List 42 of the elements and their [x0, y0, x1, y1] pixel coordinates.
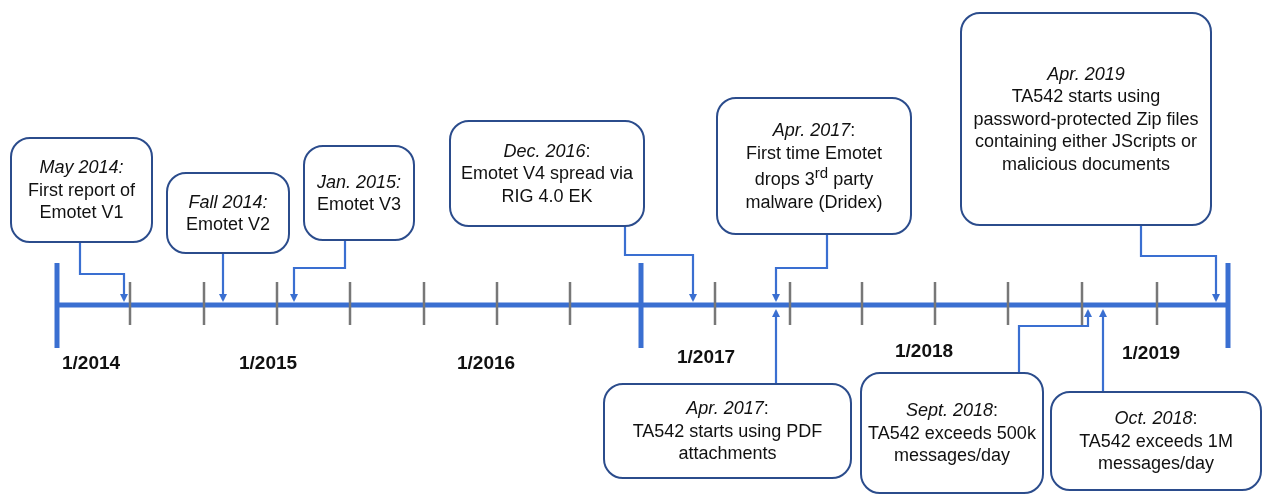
year-label: 1/2016 — [457, 352, 516, 374]
event-box — [10, 137, 153, 243]
year-label: 1/2017 — [677, 346, 736, 368]
date-label: May 2014: — [39, 156, 124, 179]
date-label: Oct. 2018: — [1114, 407, 1198, 430]
arrow — [1099, 309, 1107, 391]
year-label: 1/2019 — [1122, 342, 1181, 364]
event-text: Emotet V2 — [185, 213, 270, 236]
date-label: Apr. 2019 — [1047, 62, 1125, 86]
arrow — [772, 309, 780, 383]
event-box — [1050, 391, 1262, 491]
year-label: 1/2015 — [239, 352, 298, 374]
event-box — [449, 120, 645, 227]
event-box — [303, 145, 415, 241]
date-label: Sept. 2018: — [905, 399, 999, 422]
event-text: TA542 starts using PDF attachments — [631, 419, 824, 465]
event-text: Emotet V4 spread via RIG 4.0 EK — [459, 162, 635, 208]
arrow — [1017, 309, 1092, 372]
event-text: First time Emotet drops 3$^{rd}$ party malware (Dridex) — [744, 141, 884, 213]
event-box — [860, 372, 1044, 494]
date-label: Apr. 2017: — [686, 397, 769, 420]
event-text: TA542 exceeds 500k messages/day — [868, 421, 1036, 467]
arrow — [623, 227, 697, 302]
event-box — [603, 383, 852, 479]
event-text: First report of Emotet V1 — [27, 178, 136, 224]
date-label: Apr. 2017: — [772, 119, 856, 142]
event-box — [166, 172, 290, 254]
arrow — [1139, 226, 1220, 302]
date-label: Fall 2014: — [188, 190, 268, 213]
event-text: TA542 starts using password-protected Zip files containing either JScripts or malicious documents — [972, 85, 1200, 176]
arrow — [78, 243, 128, 302]
date-label: Jan. 2015: — [316, 170, 402, 193]
date-label: Dec. 2016: — [503, 139, 591, 163]
event-box — [960, 12, 1212, 226]
year-label: 1/2014 — [62, 352, 121, 374]
event-box — [716, 97, 912, 235]
year-label: 1/2018 — [895, 340, 954, 362]
event-text: Emotet V3 — [316, 193, 401, 216]
arrow — [290, 241, 347, 302]
arrow — [772, 235, 829, 302]
arrow — [219, 254, 227, 302]
event-text: TA542 exceeds 1M messages/day — [1078, 429, 1234, 475]
